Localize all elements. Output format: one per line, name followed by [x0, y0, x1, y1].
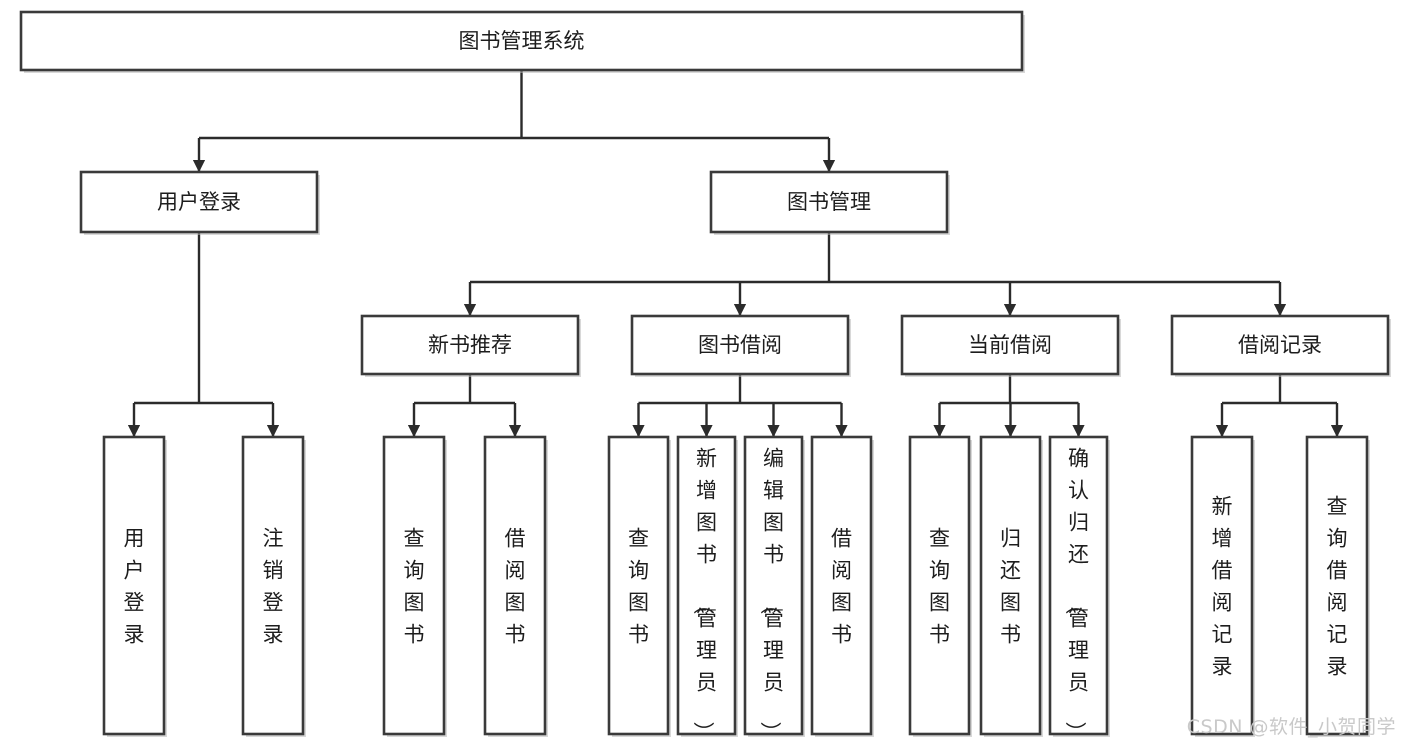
node-leaf-user-login[interactable]: 用户登录: [102, 435, 167, 737]
node-leaf-query-book-1[interactable]: 查询图书: [382, 435, 447, 737]
node-box[interactable]: [630, 314, 850, 376]
node-box[interactable]: [1048, 435, 1109, 736]
node-box[interactable]: [79, 170, 319, 234]
node-label: 图书借阅: [698, 333, 782, 357]
node-box[interactable]: [360, 314, 580, 376]
node-label: 查询图书: [628, 527, 649, 647]
connector-group-book-borrow: [632, 374, 848, 438]
connector-group-user-login: [127, 232, 280, 438]
node-boxes: 图书管理系统用户登录图书管理新书推荐图书借阅当前借阅借阅记录用户登录注销登录查询…: [19, 10, 1391, 743]
node-box[interactable]: [483, 435, 547, 736]
node-leaf-query-record[interactable]: 查询借阅记录: [1305, 435, 1370, 737]
node-box[interactable]: [1170, 314, 1390, 376]
node-label: 注销登录: [263, 527, 284, 647]
node-box[interactable]: [908, 435, 971, 736]
node-leaf-return-book[interactable]: 归还图书: [979, 435, 1043, 737]
csdn-watermark: CSDN @软件_小贺同学: [1187, 716, 1396, 738]
connector-group-book-admin: [463, 232, 1287, 317]
node-user-login[interactable]: 用户登录: [79, 170, 320, 235]
node-label: 新增借阅记录: [1212, 495, 1233, 679]
node-current-borrow[interactable]: 当前借阅: [900, 314, 1121, 377]
node-box[interactable]: [19, 10, 1024, 72]
node-leaf-add-book[interactable]: 新增图书（管理员）: [676, 435, 738, 743]
node-box[interactable]: [102, 435, 166, 736]
node-box[interactable]: [676, 435, 737, 736]
connector-group-new-book-rec: [407, 374, 522, 438]
node-leaf-add-record[interactable]: 新增借阅记录: [1190, 435, 1255, 737]
node-box[interactable]: [382, 435, 446, 736]
node-box[interactable]: [979, 435, 1042, 736]
node-book-borrow[interactable]: 图书借阅: [630, 314, 851, 377]
node-label: 确认归还（管理员）: [1063, 447, 1089, 743]
node-label: 新增图书（管理员）: [691, 447, 717, 743]
node-label: 借阅图书: [831, 527, 852, 647]
node-borrow-record[interactable]: 借阅记录: [1170, 314, 1391, 377]
node-box[interactable]: [241, 435, 305, 736]
node-box[interactable]: [900, 314, 1120, 376]
node-label: 当前借阅: [968, 333, 1052, 357]
node-root[interactable]: 图书管理系统: [19, 10, 1025, 73]
node-new-book-rec[interactable]: 新书推荐: [360, 314, 581, 377]
node-label: 借阅图书: [505, 527, 526, 647]
node-leaf-confirm-return[interactable]: 确认归还（管理员）: [1048, 435, 1110, 743]
node-leaf-borrow-book-1[interactable]: 借阅图书: [483, 435, 548, 737]
node-box[interactable]: [607, 435, 670, 736]
node-box[interactable]: [1305, 435, 1369, 736]
connector-group-current-borrow: [933, 374, 1085, 438]
node-box[interactable]: [1190, 435, 1254, 736]
node-book-admin[interactable]: 图书管理: [709, 170, 950, 235]
node-leaf-borrow-book-2[interactable]: 借阅图书: [810, 435, 874, 737]
node-label: 图书管理系统: [459, 29, 585, 53]
node-label: 用户登录: [157, 190, 241, 214]
node-label: 归还图书: [1000, 527, 1021, 647]
node-leaf-edit-book[interactable]: 编辑图书（管理员）: [743, 435, 805, 743]
node-label: 新书推荐: [428, 333, 512, 357]
node-label: 查询图书: [929, 527, 950, 647]
node-label: 借阅记录: [1238, 333, 1322, 357]
node-box[interactable]: [709, 170, 949, 234]
node-label: 查询借阅记录: [1327, 495, 1348, 679]
node-box[interactable]: [810, 435, 873, 736]
node-label: 编辑图书（管理员）: [758, 447, 784, 743]
connector-group-root: [192, 70, 836, 173]
node-box[interactable]: [743, 435, 804, 736]
node-leaf-logout[interactable]: 注销登录: [241, 435, 306, 737]
node-label: 查询图书: [404, 527, 425, 647]
connector-lines: [127, 70, 1344, 438]
node-label: 用户登录: [124, 527, 145, 647]
node-leaf-query-book-2[interactable]: 查询图书: [607, 435, 671, 737]
connector-group-borrow-record: [1215, 374, 1344, 438]
node-leaf-query-book-3[interactable]: 查询图书: [908, 435, 972, 737]
node-label: 图书管理: [787, 190, 871, 214]
